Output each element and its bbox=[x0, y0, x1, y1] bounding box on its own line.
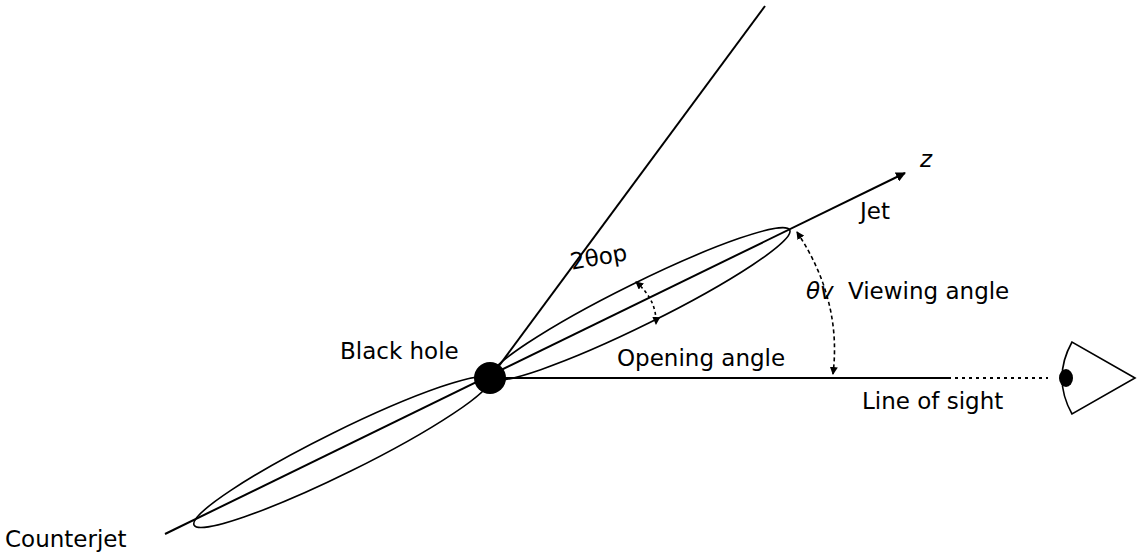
eye-pupil bbox=[1059, 369, 1073, 387]
viewing-angle-arc bbox=[797, 232, 835, 374]
viewing-angle-label: Viewing angle bbox=[848, 280, 1009, 303]
line-of-sight bbox=[490, 377, 948, 379]
line-of-sight-label: Line of sight bbox=[862, 390, 1003, 413]
viewing-angle-symbol: θv bbox=[806, 280, 834, 303]
black-hole-label: Black hole bbox=[340, 340, 459, 363]
opening-angle-symbol: 2θop bbox=[568, 241, 629, 274]
jet-label: Jet bbox=[860, 200, 890, 223]
jet-lobe bbox=[481, 211, 799, 397]
black-hole bbox=[474, 362, 506, 394]
opening-angle-label: Opening angle bbox=[617, 347, 785, 370]
jet-axis bbox=[165, 173, 905, 534]
line-of-sight-dotted bbox=[948, 377, 1048, 379]
counterjet-lobe bbox=[185, 360, 499, 544]
counterjet-label: Counterjet bbox=[5, 528, 126, 551]
axis-label: z bbox=[920, 148, 932, 171]
opening-angle-arc bbox=[636, 282, 656, 324]
edge-line bbox=[490, 6, 765, 378]
